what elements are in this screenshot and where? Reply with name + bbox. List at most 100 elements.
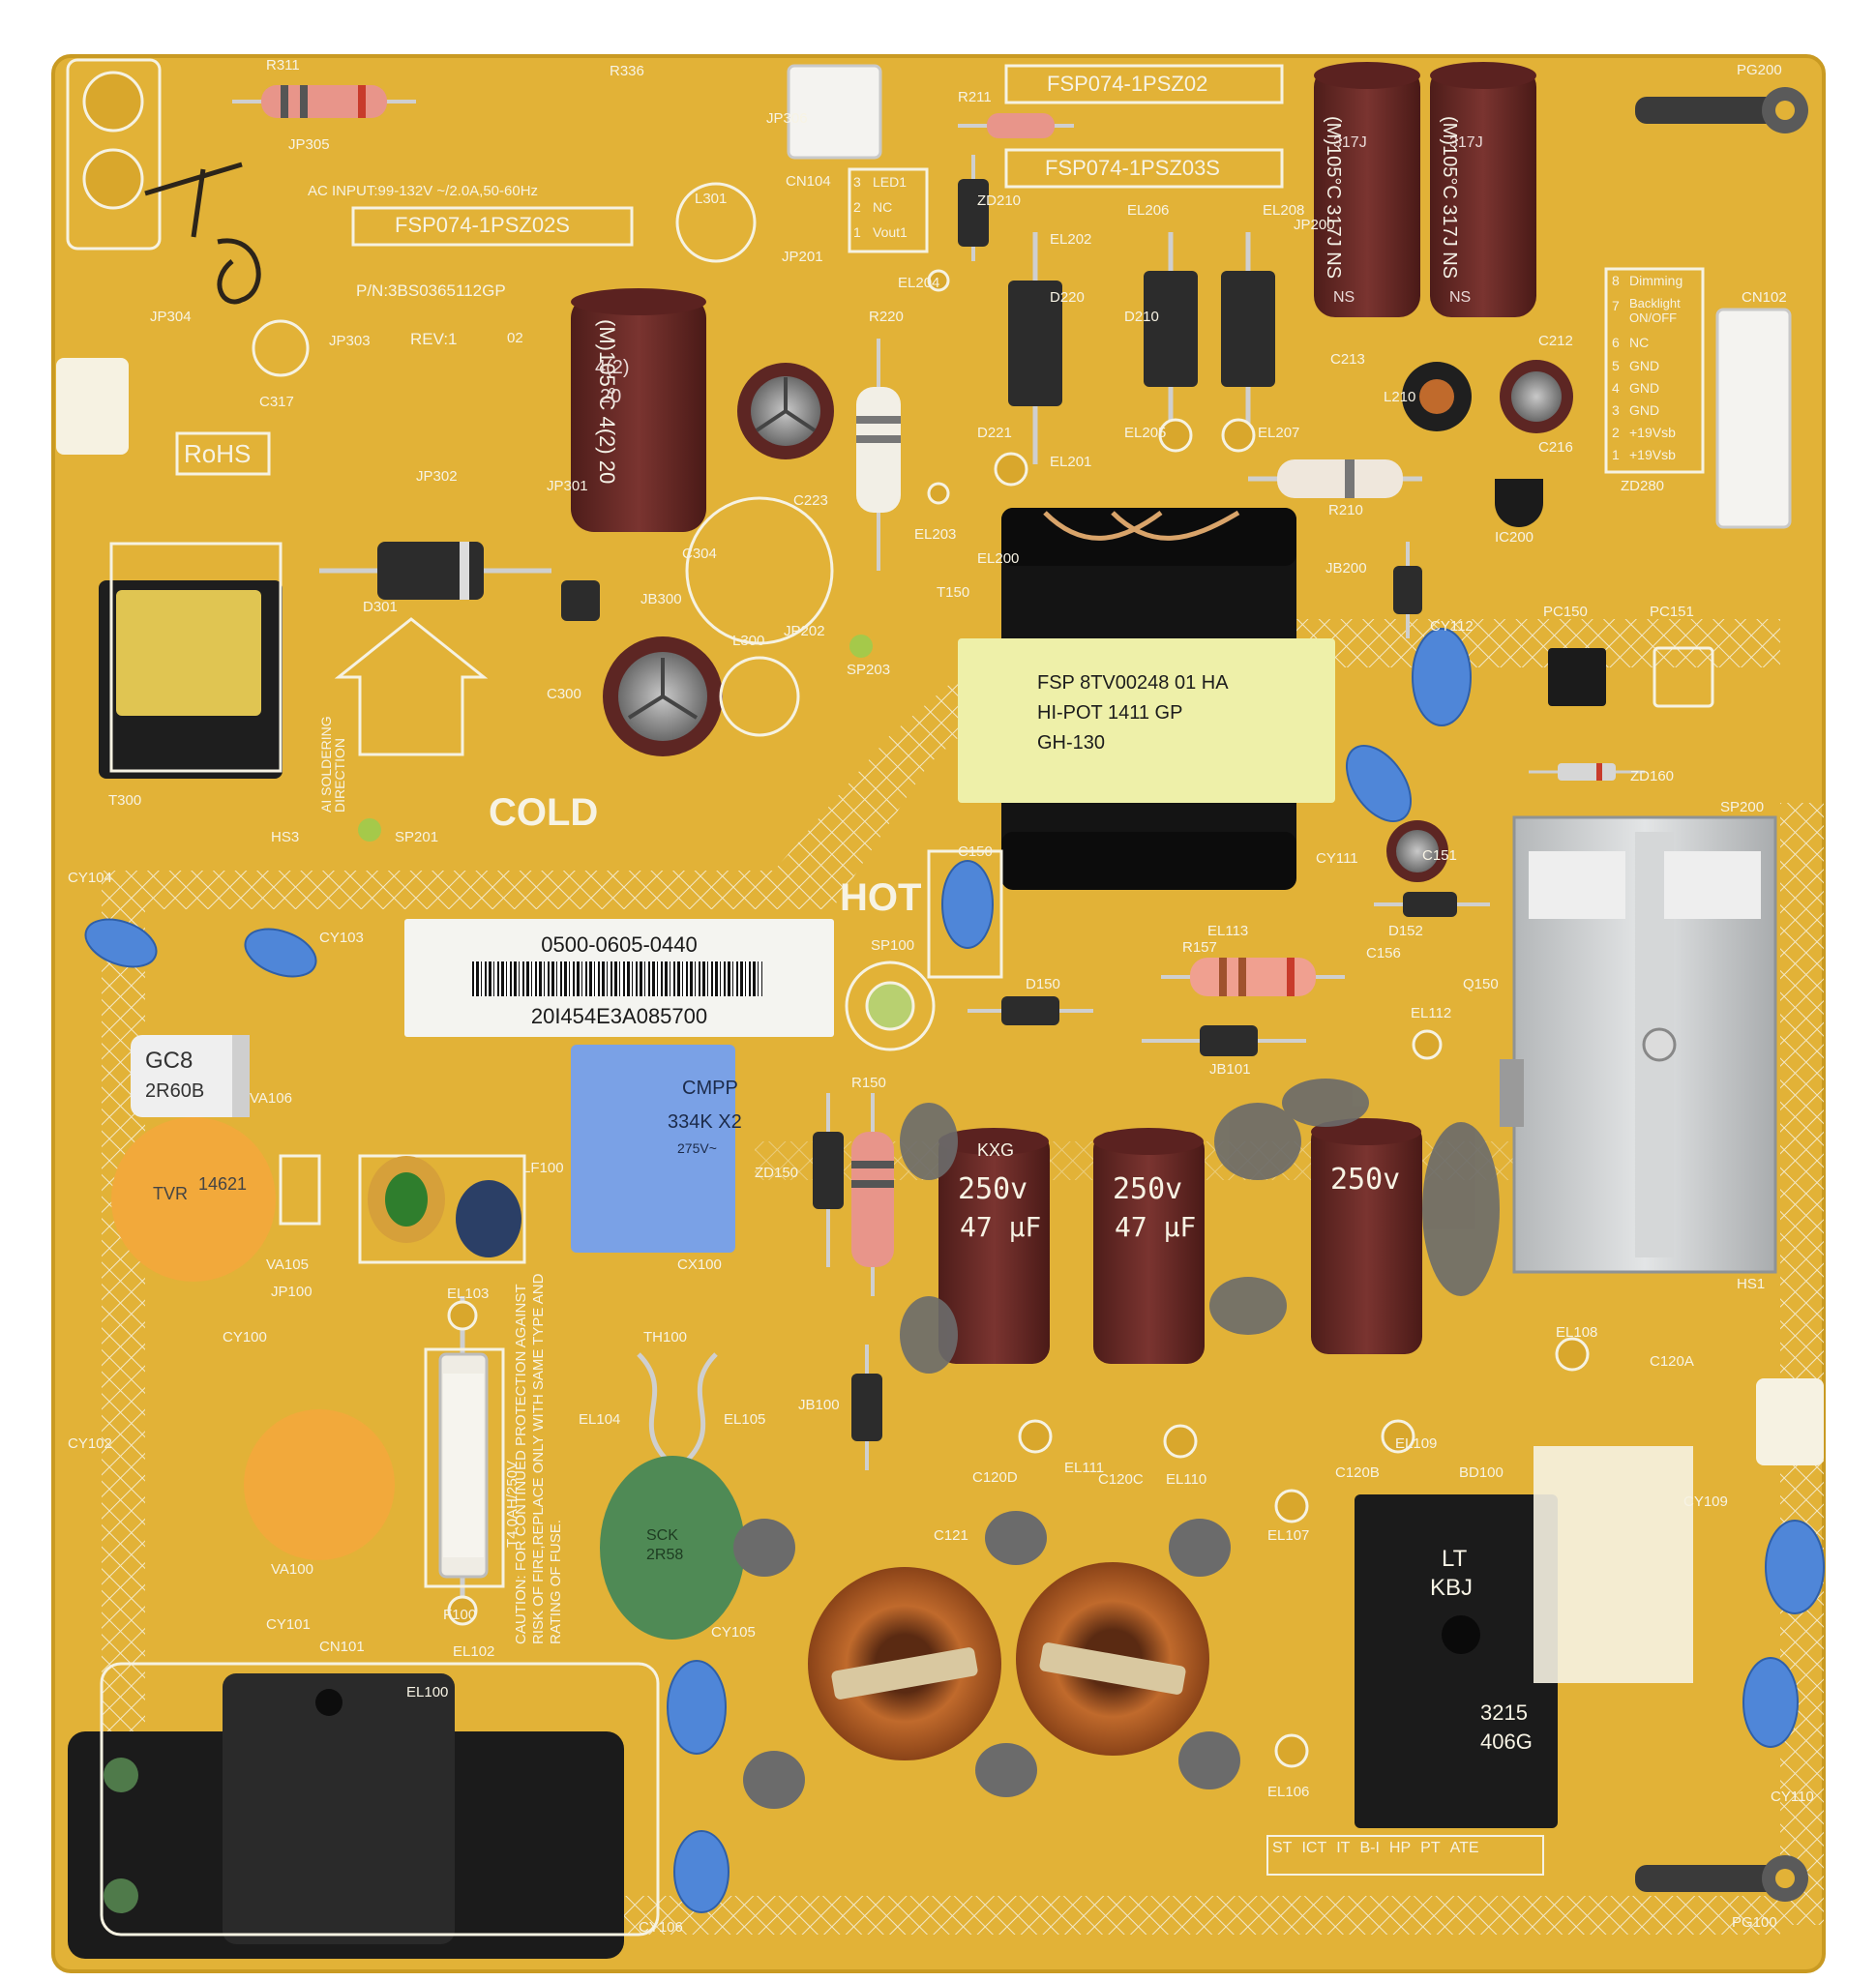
designator-d221: D221 bbox=[977, 425, 1012, 441]
soldering-direction-arrow bbox=[334, 617, 489, 756]
designator-r336: R336 bbox=[610, 63, 644, 79]
designator-c223: C223 bbox=[793, 492, 828, 509]
designator-c213: C213 bbox=[1330, 351, 1365, 368]
capacitor-cy112 bbox=[1412, 628, 1472, 726]
designator-c151: C151 bbox=[1422, 847, 1457, 864]
designator-t300: T300 bbox=[108, 792, 142, 809]
capacitor-cy103 bbox=[244, 928, 317, 978]
varistor-va100 bbox=[244, 1409, 395, 1560]
designator-cy106: CY106 bbox=[639, 1919, 683, 1936]
diode-d210-a bbox=[1144, 232, 1198, 426]
designator-cy103: CY103 bbox=[319, 930, 364, 946]
designator-el105: EL105 bbox=[724, 1411, 766, 1428]
test-mark-ict: ICT bbox=[1301, 1840, 1327, 1856]
capacitor-cy106 bbox=[673, 1830, 730, 1913]
zener-zd160 bbox=[1529, 763, 1645, 781]
designator-c120c: C120C bbox=[1098, 1471, 1144, 1488]
designator-jp100: JP100 bbox=[271, 1284, 313, 1300]
designator-c120b: C120B bbox=[1335, 1464, 1380, 1481]
designator-jb100: JB100 bbox=[798, 1397, 840, 1413]
designator-va105: VA105 bbox=[266, 1257, 309, 1273]
rohs-mark: RoHS bbox=[184, 439, 252, 468]
designator-d220: D220 bbox=[1050, 289, 1085, 306]
diode-d220 bbox=[1008, 232, 1062, 464]
fuse-f100 bbox=[438, 1296, 489, 1625]
designator-cy105: CY105 bbox=[711, 1624, 756, 1641]
capacitor-bulk-1 bbox=[938, 1128, 1050, 1364]
barcode bbox=[472, 961, 762, 996]
inductor-l210 bbox=[1402, 362, 1472, 431]
designator-el205: EL205 bbox=[1124, 425, 1167, 441]
capacitor-c300 bbox=[603, 636, 723, 756]
sticker-line2: 20I454E3A085700 bbox=[530, 1004, 708, 1028]
designator-el103: EL103 bbox=[447, 1286, 490, 1302]
designator-l210: L210 bbox=[1384, 389, 1416, 405]
designator-jp305: JP305 bbox=[288, 136, 330, 153]
designator-hs3: HS3 bbox=[271, 829, 300, 845]
designator-d150: D150 bbox=[1026, 976, 1060, 992]
capacitor-c223 bbox=[737, 363, 834, 459]
designator-pc151: PC151 bbox=[1650, 604, 1694, 620]
designator-jp304: JP304 bbox=[150, 309, 192, 325]
gas-discharge-tube-va106 bbox=[131, 1035, 250, 1117]
zener-zd210 bbox=[958, 155, 989, 261]
designator-t150: T150 bbox=[937, 584, 970, 601]
designator-cy112: CY112 bbox=[1430, 618, 1474, 635]
designator-el202: EL202 bbox=[1050, 231, 1092, 248]
designator-hs1: HS1 bbox=[1737, 1276, 1766, 1292]
thermistor-th100 bbox=[600, 1352, 745, 1640]
resistor-r211 bbox=[958, 113, 1074, 138]
diode-d150 bbox=[968, 996, 1093, 1025]
resistor-r157 bbox=[1161, 958, 1345, 996]
designator-c317: C317 bbox=[259, 394, 294, 410]
sticker-line1: 0500-0605-0440 bbox=[541, 932, 698, 957]
designator-jb101: JB101 bbox=[1209, 1061, 1251, 1078]
designator-c121: C121 bbox=[934, 1527, 968, 1544]
designator-cy110: CY110 bbox=[1771, 1789, 1814, 1805]
capacitor-cx100 bbox=[571, 1045, 735, 1253]
designator-f100: F100 bbox=[443, 1607, 477, 1623]
transformer-t150 bbox=[958, 508, 1335, 890]
test-mark-ate: ATE bbox=[1449, 1840, 1479, 1856]
designator-el111: EL111 bbox=[1064, 1460, 1105, 1476]
designator-el206: EL206 bbox=[1127, 202, 1170, 219]
bridge-rectifier-bd100 bbox=[1355, 1494, 1558, 1828]
designator-cy109: CY109 bbox=[1683, 1493, 1728, 1510]
designator-r150: R150 bbox=[851, 1075, 886, 1091]
heatsink-hs1 bbox=[1512, 815, 1777, 1274]
part-number: P/N:3BS0365112GP bbox=[356, 281, 506, 300]
choke-left bbox=[808, 1567, 1001, 1760]
test-mark-st: ST bbox=[1272, 1840, 1293, 1856]
inductor-lf100 bbox=[358, 1154, 526, 1264]
designator-sp203: SP203 bbox=[847, 662, 891, 678]
test-mark-pt: PT bbox=[1420, 1840, 1441, 1856]
designator-zd160: ZD160 bbox=[1630, 768, 1675, 784]
designator-el107: EL107 bbox=[1267, 1527, 1310, 1544]
designator-r210: R210 bbox=[1328, 502, 1363, 518]
ground-terminal-pg100 bbox=[1635, 1855, 1808, 1902]
optocoupler-pc151 bbox=[1653, 646, 1714, 708]
designator-cy102: CY102 bbox=[68, 1435, 112, 1452]
designator-jp200: JP200 bbox=[1294, 217, 1335, 233]
designator-cn101: CN101 bbox=[319, 1639, 365, 1655]
designator-c216: C216 bbox=[1538, 439, 1573, 456]
svg-text:(M)105°C 317J NS: (M)105°C 317J NS bbox=[1323, 116, 1344, 279]
connector-cn102 bbox=[1715, 308, 1792, 529]
designator-th100: TH100 bbox=[643, 1329, 688, 1345]
connector-cn104 bbox=[787, 64, 882, 160]
designator-va106: VA106 bbox=[250, 1090, 292, 1107]
svg-text:(M)105°C 4(2) 20: (M)105°C 4(2) 20 bbox=[595, 319, 619, 484]
ac-input-rating: AC INPUT:99-132V ~/2.0A,50-60Hz bbox=[308, 183, 539, 199]
designator-el200: EL200 bbox=[977, 550, 1020, 567]
designator-c300: C300 bbox=[547, 686, 581, 702]
designator-el207: EL207 bbox=[1258, 425, 1300, 441]
revision: REV:1 bbox=[410, 330, 458, 348]
resistor-r220 bbox=[856, 339, 901, 571]
capacitor-c150 bbox=[941, 860, 994, 949]
designator-c120a: C120A bbox=[1650, 1353, 1694, 1370]
designator-cn102: CN102 bbox=[1742, 289, 1787, 306]
designator-sp201: SP201 bbox=[395, 829, 439, 845]
ac-inlet-cn101 bbox=[68, 1673, 624, 1959]
